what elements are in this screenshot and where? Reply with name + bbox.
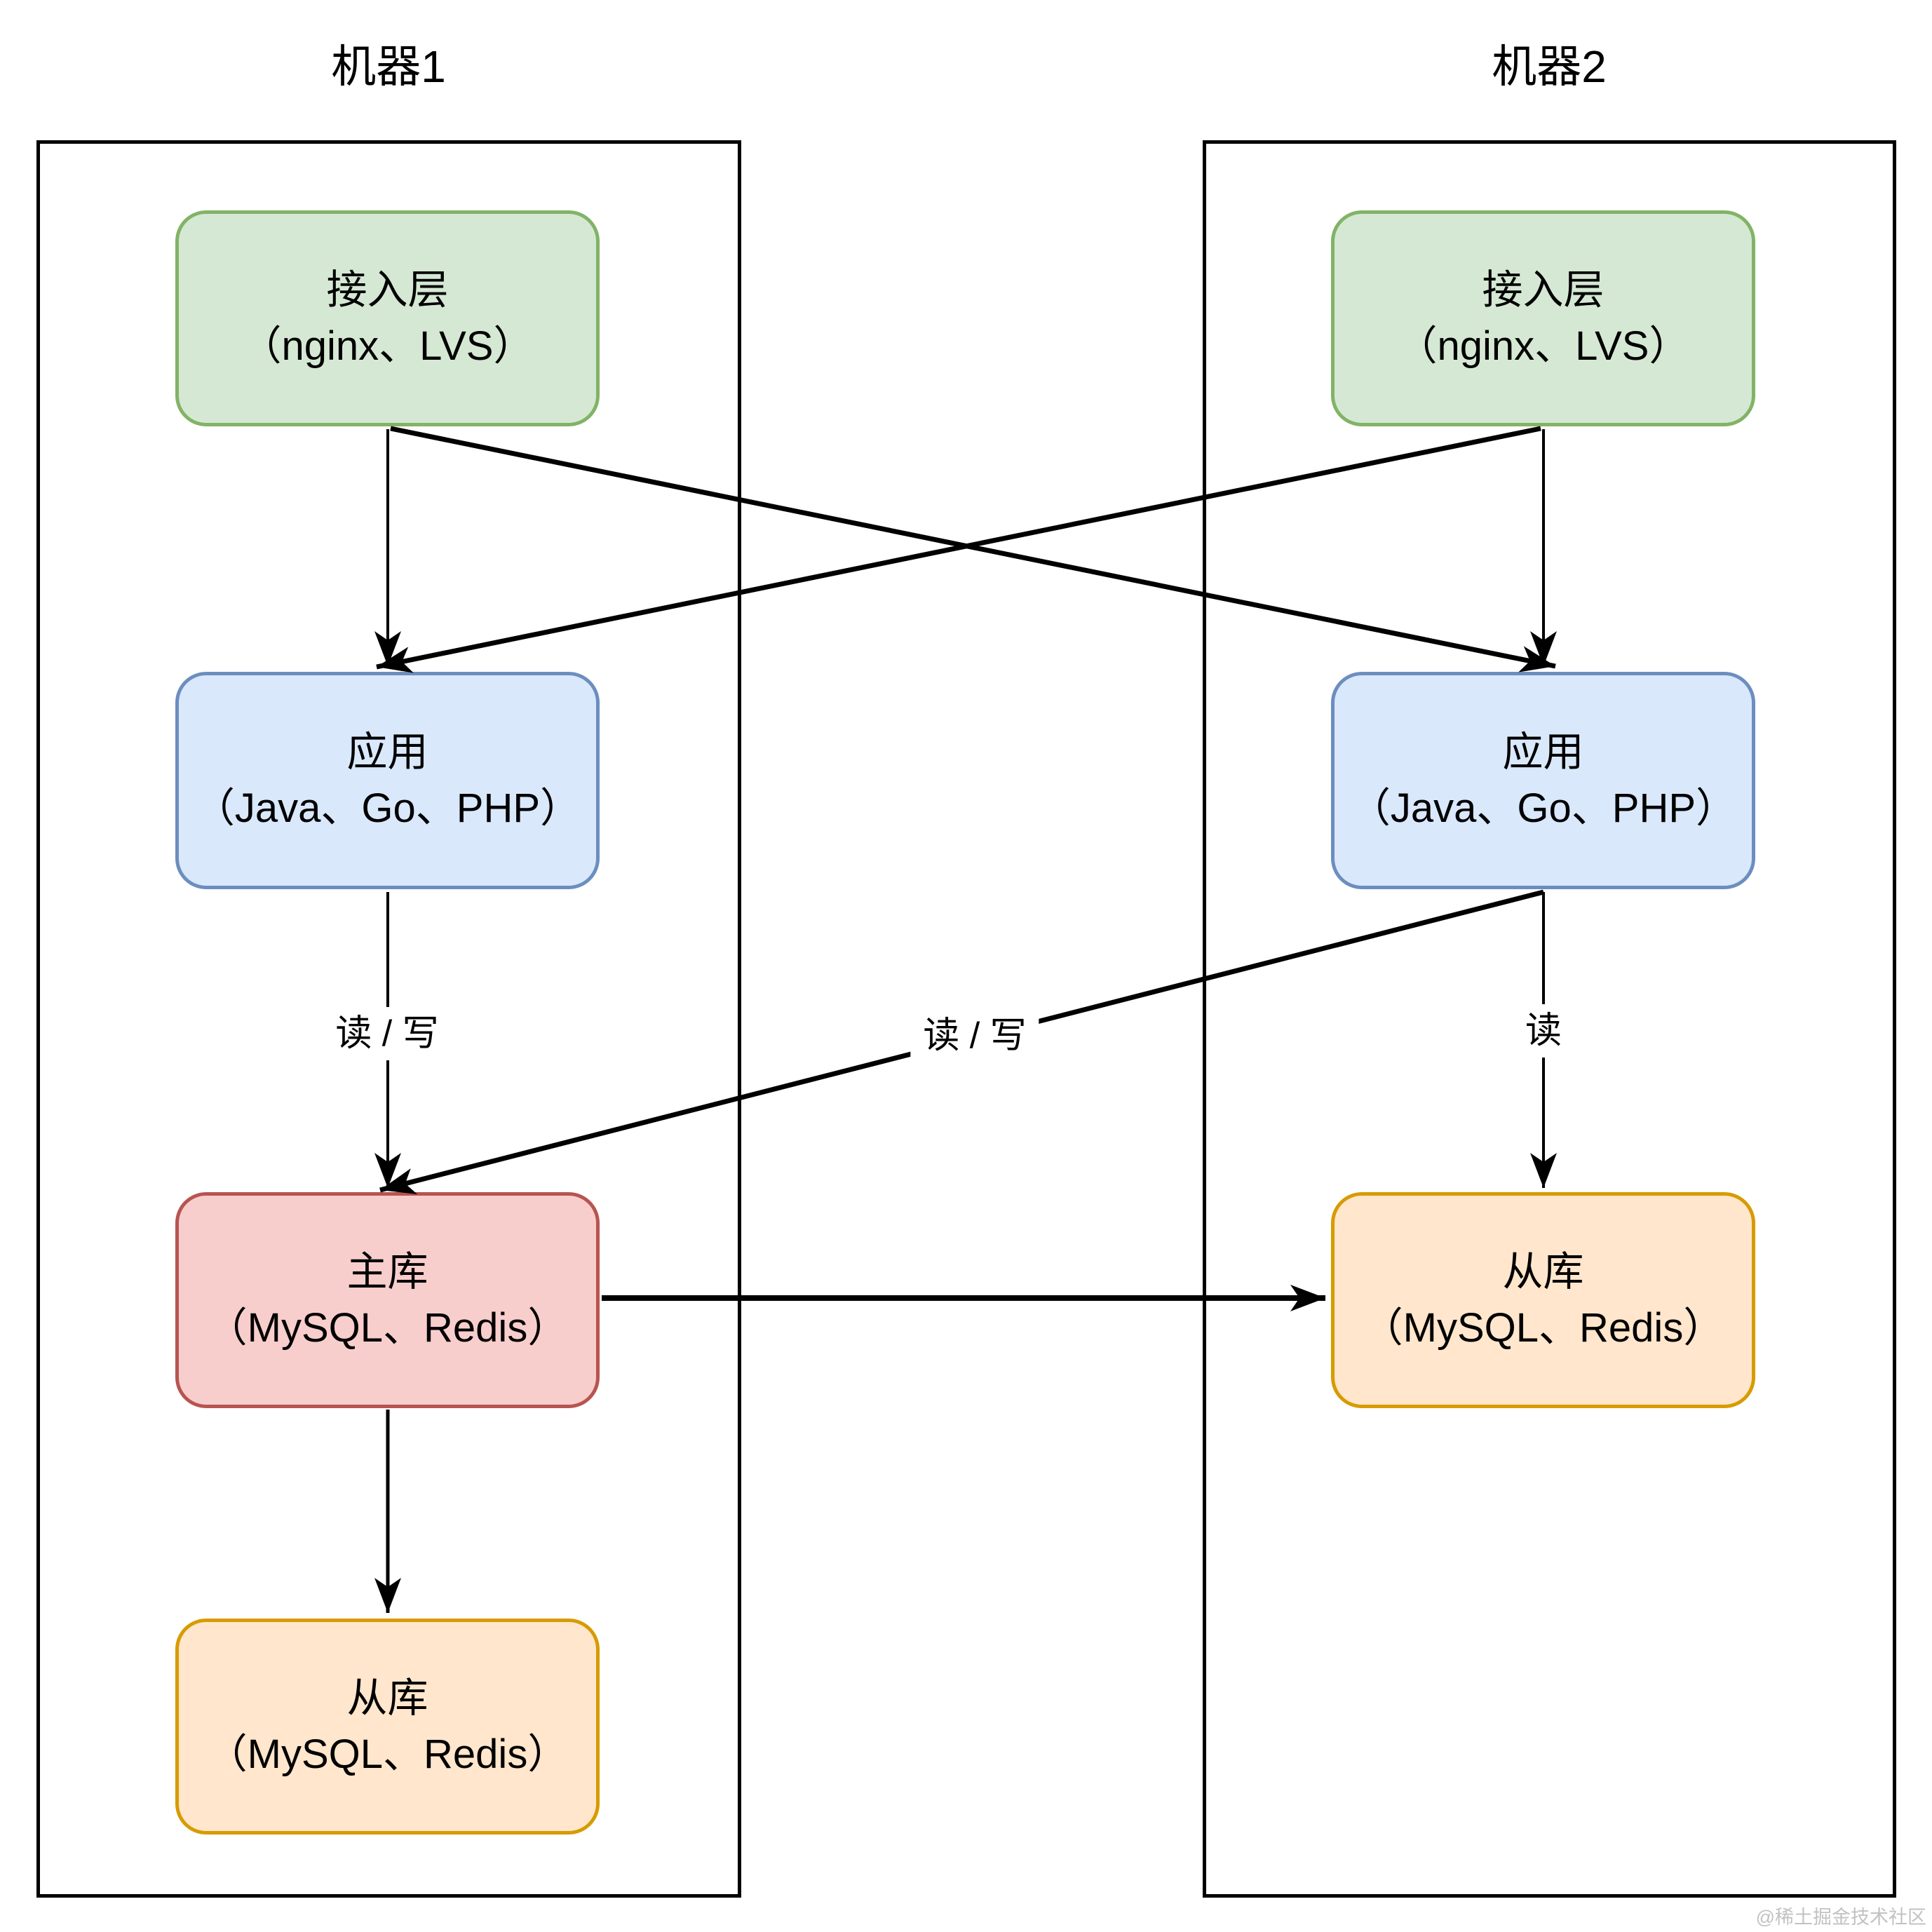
edge-label-read-right: 读 [1512,1004,1575,1058]
node-title: 接入层 [1482,267,1605,313]
node-subtitle: （Java、Go、PHP） [194,785,581,831]
edge-label-read-write-left: 读 / 写 [323,1007,452,1060]
node-master-db-1: 主库 （MySQL、Redis） [175,1192,600,1408]
node-subtitle: （MySQL、Redis） [1362,1305,1724,1351]
node-subtitle: （Java、Go、PHP） [1349,785,1737,831]
edge-label-read-write-middle: 读 / 写 [910,1009,1039,1062]
node-slave-db-1: 从库 （MySQL、Redis） [175,1619,600,1835]
node-subtitle: （MySQL、Redis） [206,1731,569,1777]
node-subtitle: （MySQL、Redis） [206,1305,569,1351]
node-access-layer-1: 接入层 （nginx、LVS） [175,210,600,426]
node-slave-db-2: 从库 （MySQL、Redis） [1331,1192,1755,1408]
node-title: 接入层 [326,267,449,313]
node-title: 主库 [346,1249,428,1295]
machine-2-title: 机器2 [1492,41,1607,92]
node-title: 从库 [346,1675,428,1721]
node-title: 从库 [1502,1249,1584,1295]
node-subtitle: （nginx、LVS） [241,323,534,369]
node-title: 应用 [1502,729,1584,775]
node-subtitle: （nginx、LVS） [1396,323,1690,369]
node-access-layer-2: 接入层 （nginx、LVS） [1331,210,1755,426]
node-app-1: 应用 （Java、Go、PHP） [175,672,600,889]
node-title: 应用 [346,729,428,775]
machine-1-title: 机器1 [331,41,446,92]
node-app-2: 应用 （Java、Go、PHP） [1331,672,1755,889]
watermark: @稀土掘金技术社区 [1755,1907,1926,1928]
